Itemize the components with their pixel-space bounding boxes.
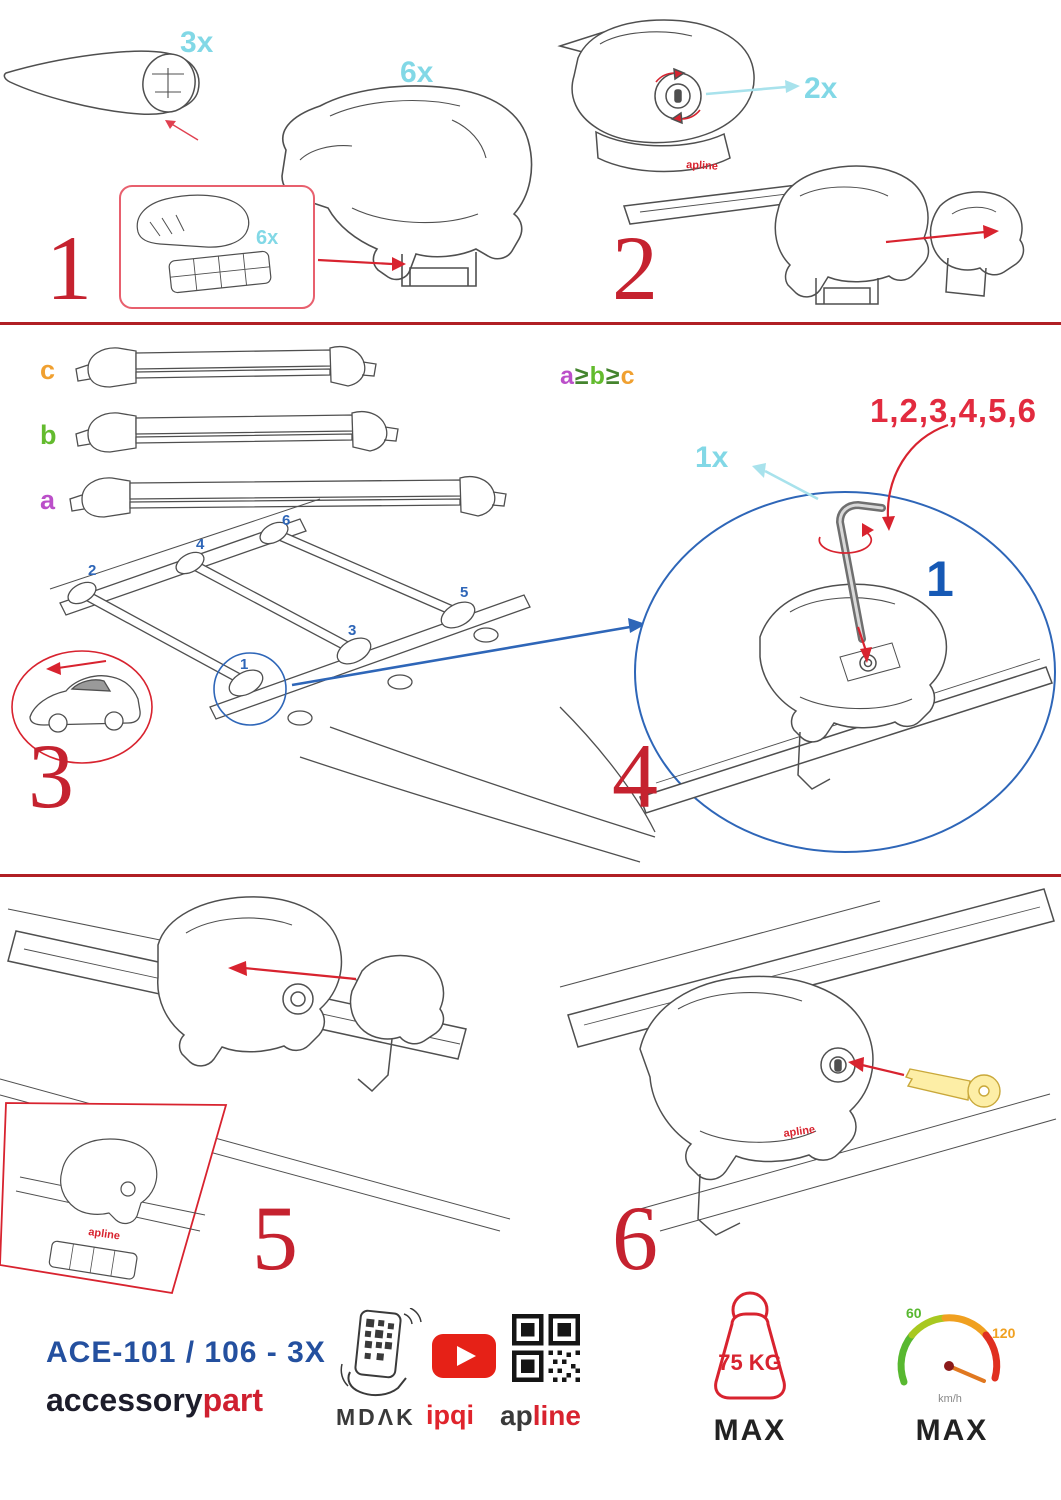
- position-6-label: 6: [282, 512, 290, 529]
- apline-line: line: [532, 1400, 581, 1431]
- bar-size-a-drawing: [69, 475, 507, 518]
- max-load-label: MAX: [713, 1414, 787, 1447]
- row3-drawings: apline apline: [0, 888, 1057, 1295]
- step6-drawing: [559, 888, 1057, 1236]
- apline-brand-label: apline: [783, 1124, 816, 1140]
- foot-clamp-drawing: [281, 85, 533, 287]
- product-code: ACE-101 / 106 - 3X: [46, 1336, 326, 1369]
- brand-logo: accessorypart: [46, 1382, 263, 1419]
- tool-qty-label: 1x: [695, 441, 729, 474]
- position-4-label: 4: [196, 536, 205, 553]
- cyan-arrow-lock: [705, 80, 800, 96]
- position-5-label: 5: [460, 584, 468, 601]
- red-arrow-insert: [228, 961, 357, 981]
- apline-logo: apline: [500, 1400, 581, 1432]
- step-3-number: 3: [28, 725, 74, 827]
- speed-unit-label: km/h: [938, 1393, 962, 1405]
- red-sequence-arrow: [882, 423, 949, 531]
- bar-size-b-drawing: [75, 410, 399, 453]
- foot-qty-label: 6x: [400, 56, 434, 89]
- step-1-number: 1: [46, 217, 92, 319]
- max-load-value: 75 KG: [718, 1350, 782, 1375]
- bar-size-c-drawing: [75, 345, 377, 388]
- red-arrow-inset: [317, 257, 406, 271]
- mdak-logo: MDΛK: [336, 1404, 416, 1430]
- blue-arrow-detail: [291, 618, 646, 687]
- qr-code: [512, 1314, 580, 1382]
- formula-b: b: [589, 362, 606, 390]
- brand-accessory: accessory: [46, 1382, 203, 1418]
- step5-drawing: [0, 896, 511, 1232]
- highlight-circle: [213, 652, 287, 726]
- size-c-label: c: [40, 355, 55, 385]
- max-speed-icon: 60 120 km/h: [897, 1305, 1016, 1405]
- red-arrow-key: [848, 1057, 905, 1077]
- pad-inset-box: 6x: [119, 185, 406, 309]
- step-5-number: 5: [252, 1187, 298, 1289]
- red-rotate-arrow: [818, 523, 874, 554]
- assembly-drawing: [622, 165, 1025, 305]
- section-divider-1: [0, 322, 1061, 325]
- max-speed-label: MAX: [915, 1414, 989, 1447]
- speed-high-label: 120: [992, 1325, 1016, 1341]
- sequence-highlight-number: 1: [926, 551, 954, 607]
- size-formula: a≥b≥c: [560, 362, 636, 391]
- gauge-needle: [947, 1364, 986, 1383]
- formula-c: c: [620, 362, 636, 390]
- foot-lock-drawing: [557, 19, 755, 173]
- detail-foot-drawing: [639, 583, 1053, 814]
- phone-qr-icon: [340, 1308, 422, 1397]
- step-6-number: 6: [612, 1187, 658, 1289]
- bar-qty-label: 3x: [180, 26, 214, 59]
- position-1-label: 1: [240, 656, 248, 673]
- car-inset: [11, 650, 153, 764]
- speed-low-label: 60: [906, 1305, 922, 1321]
- row2-drawings: c b a: [11, 345, 1056, 863]
- row1-drawings: 3x 6x 6x: [3, 19, 1025, 309]
- red-tighten-arrow: [856, 626, 872, 663]
- formula-a: a: [560, 362, 575, 390]
- car-roof-drawing: [49, 498, 656, 863]
- key-drawing: [905, 1068, 1001, 1108]
- red-arrow-endcap: [885, 225, 999, 244]
- size-b-label: b: [40, 420, 57, 450]
- section-divider-2: [0, 874, 1061, 877]
- youtube-icon: [432, 1334, 496, 1378]
- cyan-arrow-tool: [752, 463, 819, 501]
- max-load-icon: 75 KG: [714, 1291, 786, 1400]
- ipqi-logo: ipqi: [426, 1400, 474, 1430]
- apline-ap: ap: [500, 1400, 533, 1431]
- red-pointer-bar: [165, 120, 199, 141]
- pad-qty-label: 6x: [256, 227, 278, 249]
- crossbar-profile-drawing: [3, 50, 200, 116]
- size-a-label: a: [40, 485, 56, 515]
- lock-qty-label: 2x: [804, 72, 838, 105]
- position-2-label: 2: [88, 562, 96, 579]
- formula-ge1: ≥: [574, 362, 590, 390]
- apline-brand-label: apline: [88, 1226, 121, 1242]
- brand-part: part: [202, 1382, 264, 1418]
- allen-key-drawing: [836, 500, 886, 643]
- step5-inset: apline: [0, 1102, 228, 1295]
- tighten-sequence: 1,2,3,4,5,6: [870, 392, 1037, 429]
- apline-brand-label: apline: [686, 159, 718, 173]
- formula-ge2: ≥: [605, 362, 621, 390]
- position-3-label: 3: [348, 622, 356, 639]
- step-2-number: 2: [612, 217, 658, 319]
- step-4-number: 4: [612, 725, 658, 827]
